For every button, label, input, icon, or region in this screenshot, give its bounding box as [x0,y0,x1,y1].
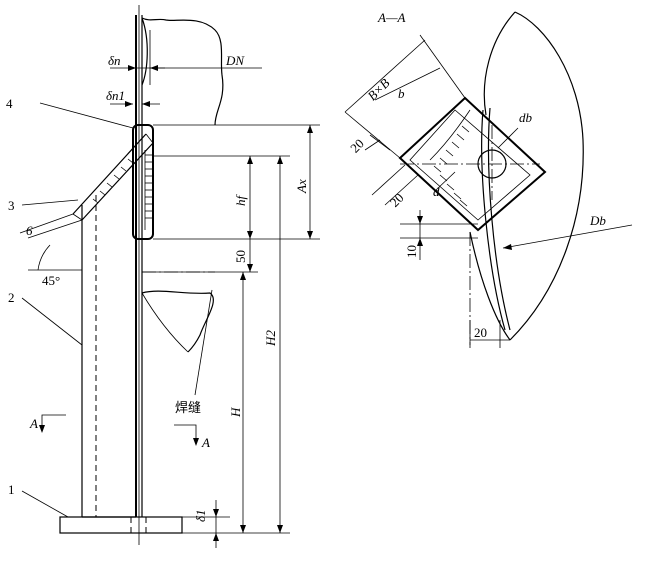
label-section-a-left: A [29,416,38,431]
part-leaders [21,102,134,518]
label-50: 50 [233,250,248,263]
angle-construction [19,213,83,271]
label-d: d [433,184,440,199]
dimension-lines [110,65,320,548]
label-10: 10 [404,245,419,258]
support-column [81,195,136,518]
label-20-bottom: 20 [474,325,487,340]
inclined-brace [72,133,154,221]
label-bxb: B×B [364,75,392,103]
label-h: H [228,407,243,418]
part-3: 3 [8,198,15,213]
label-section-a-mid: A [201,435,210,450]
brace-ticks [92,158,134,204]
base-plate [59,516,183,534]
vessel-wall [135,5,143,545]
label-b: b [398,86,405,101]
label-section-title: A—A [377,10,406,25]
label-angle-6: 6 [26,223,33,238]
square-pad [398,96,547,232]
label-dn: DN [225,53,245,68]
label-delta-n: δn [108,53,121,68]
label-angle-45: 45° [42,273,60,288]
weld-hatch [429,109,471,207]
label-Db: Db [589,213,606,228]
label-h2: H2 [263,330,278,347]
part-4: 4 [6,96,13,111]
pad-plate [132,124,154,240]
part-2: 2 [8,290,15,305]
label-ax: Ax [294,179,309,194]
section-markers [39,414,199,446]
label-delta-1: δ1 [193,509,208,522]
label-20-top: 20 [347,136,367,156]
label-delta-n1: δn1 [106,88,125,103]
section-dimensions [344,34,633,348]
label-weld: 焊缝 [175,400,201,416]
shell-section [469,11,584,345]
label-hf: hf [233,194,248,207]
part-1: 1 [8,482,15,497]
weld-leader [194,289,213,396]
label-db: db [519,110,533,125]
nozzle-shell [130,17,262,126]
weld-ticks [145,154,152,219]
label-20-mid: 20 [387,190,407,210]
